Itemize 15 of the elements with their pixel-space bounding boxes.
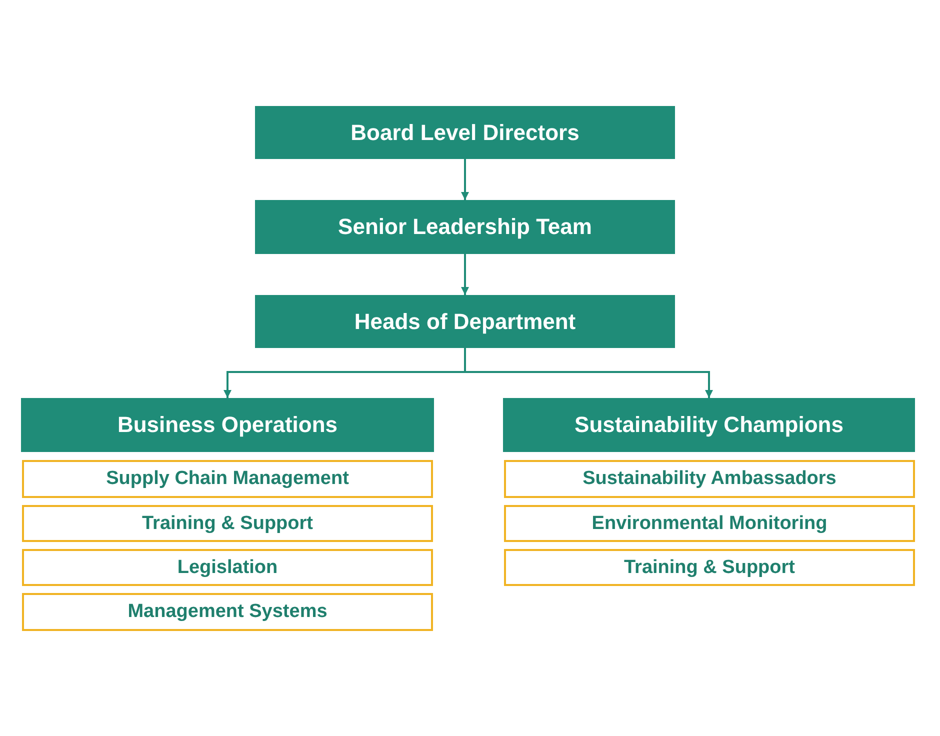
connector-arrow [461,159,469,200]
function-box: Management Systems [22,593,433,631]
org-box: Senior Leadership Team [255,200,675,254]
function-box: Supply Chain Management [22,460,433,498]
org-box: Heads of Department [255,295,675,348]
function-box: Sustainability Ambassadors [504,460,915,498]
function-box: Training & Support [22,505,433,542]
function-box: Environmental Monitoring [504,505,915,542]
connector-arrow [461,254,469,295]
org-box: Sustainability Champions [503,398,915,452]
connector-arrow [464,348,713,398]
org-box: Business Operations [21,398,434,452]
org-box: Board Level Directors [255,106,675,159]
function-box: Training & Support [504,549,915,586]
function-box: Legislation [22,549,433,586]
